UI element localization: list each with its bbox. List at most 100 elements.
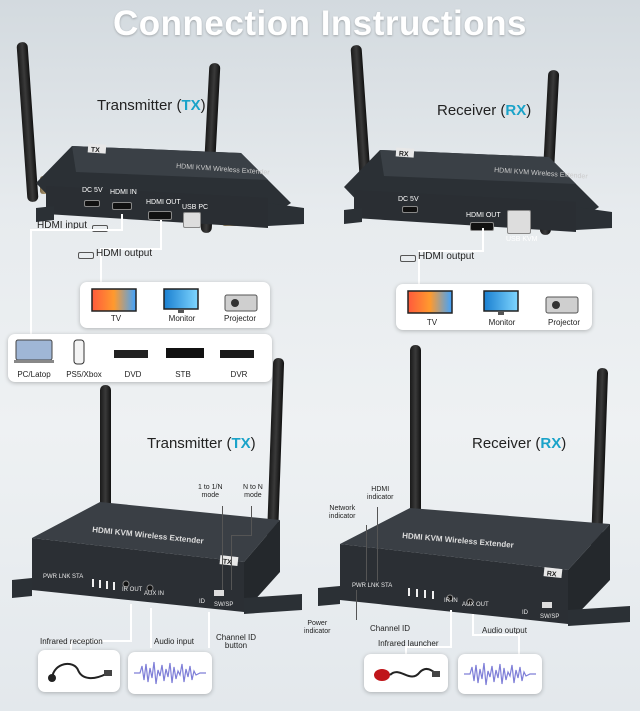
callout-nton-mode: N to N mode xyxy=(243,484,263,499)
connection-line xyxy=(450,610,452,648)
port-id-label: ID xyxy=(199,599,205,605)
rx-front-device: HDMI KVM Wireless Extender RX xyxy=(318,508,630,626)
led-pwr-label: PWR xyxy=(43,574,57,580)
port-ir-in-label: IR IN xyxy=(444,598,458,604)
connection-line xyxy=(70,640,132,642)
callout-line xyxy=(356,590,357,620)
port-id-label: ID xyxy=(522,610,528,616)
rx-label-accent: RX xyxy=(505,102,527,119)
hdmi-connector-icon xyxy=(400,255,416,262)
hdmi-output-label: HDMI output xyxy=(96,248,153,259)
port-ir-out-label: IR OUT xyxy=(122,587,143,593)
audio-output-panel xyxy=(458,654,542,694)
led-labels: PWR LNK STA xyxy=(352,583,392,589)
audio-input-label: Audio input xyxy=(154,637,195,646)
callout-line xyxy=(231,535,252,536)
infrared-cable-icon xyxy=(48,662,112,682)
antenna-icon xyxy=(410,345,421,525)
hdmi-connector-icon xyxy=(78,252,94,259)
rx-label-accent: RX xyxy=(540,435,562,452)
rx-label-text: Receiver ( xyxy=(472,435,541,452)
tx-label-end: ) xyxy=(250,435,256,452)
output-projector-label: Projector xyxy=(223,314,256,323)
mode-switch[interactable] xyxy=(542,602,552,608)
rx-badge: RX xyxy=(399,151,410,159)
rx-port-usb-label: USB KVM xyxy=(506,236,538,243)
port-aux-in-label: AUX IN xyxy=(144,591,165,597)
antenna-icon xyxy=(100,385,111,525)
output-tv-label: TV xyxy=(426,318,438,327)
led-sta-label: STA xyxy=(381,583,393,589)
rx-badge: RX xyxy=(546,570,557,578)
connection-line xyxy=(30,229,122,231)
led-pwr-label: PWR xyxy=(352,583,366,589)
port-hdmi-out-label: HDMI OUT xyxy=(146,199,181,206)
audio-input-panel xyxy=(128,652,212,694)
connection-line xyxy=(418,250,420,285)
led-indicator xyxy=(432,591,434,599)
led-indicator xyxy=(106,581,108,589)
power-indicator-label: Power indicator xyxy=(304,620,331,635)
tx-label-accent: TX xyxy=(231,435,251,452)
tx-top-label: Transmitter (TX) xyxy=(97,97,206,114)
connection-line xyxy=(150,608,152,648)
callout-line xyxy=(366,525,367,581)
led-indicator xyxy=(92,579,94,587)
tx-label-text: Transmitter ( xyxy=(97,97,182,114)
connection-line xyxy=(472,614,474,636)
tx-badge: TX xyxy=(91,147,101,155)
tx-top-device: HDMI KVM Wireless Extender TX xyxy=(36,143,304,228)
output-projector-label: Projector xyxy=(547,318,580,327)
audio-wave-icon xyxy=(464,662,536,686)
output-monitor-label: Monitor xyxy=(168,314,196,323)
port-sw-label: SW/SP xyxy=(540,614,560,620)
led-sta-label: STA xyxy=(72,574,84,580)
connection-line xyxy=(130,604,132,642)
dc-port xyxy=(84,200,100,207)
tx-badge: TX xyxy=(222,558,232,566)
source-dvd-label: DVD xyxy=(124,370,142,379)
output-devices-icons xyxy=(407,290,579,315)
connection-line xyxy=(121,214,123,231)
hdmi-indicator-label: HDMI indicator xyxy=(367,486,394,501)
led-indicator xyxy=(99,580,101,588)
connection-line xyxy=(405,646,452,648)
led-indicator xyxy=(416,589,418,597)
tx-label-end: ) xyxy=(200,97,206,114)
connection-line xyxy=(160,220,162,250)
usb-port xyxy=(507,210,531,234)
callout-line xyxy=(377,507,378,581)
source-stb-label: STB xyxy=(175,370,191,379)
rx-label-end: ) xyxy=(526,102,532,119)
output-monitor-label: Monitor xyxy=(488,318,516,327)
led-indicator xyxy=(408,588,410,596)
rx-top-label: Receiver (RX) xyxy=(437,102,531,119)
audio-output-label: Audio output xyxy=(482,626,527,635)
connection-line xyxy=(100,248,102,283)
hdmi-input-label: HDMI input xyxy=(37,220,88,231)
callout-1ton-mode: 1 to 1/N mode xyxy=(198,484,223,499)
source-dvr-label: DVR xyxy=(230,370,248,379)
rx-top-device: HDMI KVM Wireless Extender RX xyxy=(344,147,612,232)
mode-switch[interactable] xyxy=(214,590,224,596)
page-title: Connection Instructions xyxy=(113,4,527,43)
infrared-launcher-label: Infrared launcher xyxy=(378,639,439,648)
port-dc-label: DC 5V xyxy=(82,187,103,194)
connection-line xyxy=(100,248,162,250)
tx-front-device: HDMI KVM Wireless Extender TX xyxy=(12,502,302,614)
rx-bottom-label: Receiver (RX) xyxy=(472,435,566,452)
infrared-reception-label: Infrared reception xyxy=(40,637,103,646)
connection-line xyxy=(418,250,484,252)
led-indicator xyxy=(424,590,426,598)
rx-port-dc-label: DC 5V xyxy=(398,196,419,203)
port-hdmi-in-label: HDMI IN xyxy=(110,189,137,196)
callout-line xyxy=(251,506,252,536)
infrared-emitter-icon xyxy=(374,667,440,681)
channel-id-label: Channel ID xyxy=(370,624,411,633)
led-indicator xyxy=(113,582,115,590)
audio-wave-icon xyxy=(134,661,206,685)
source-ps5-label: PS5/Xbox xyxy=(66,370,102,379)
source-pc-label: PC/Latop xyxy=(17,370,51,379)
connection-line xyxy=(482,228,484,252)
rx-port-hdmi-out-label: HDMI OUT xyxy=(466,212,501,219)
